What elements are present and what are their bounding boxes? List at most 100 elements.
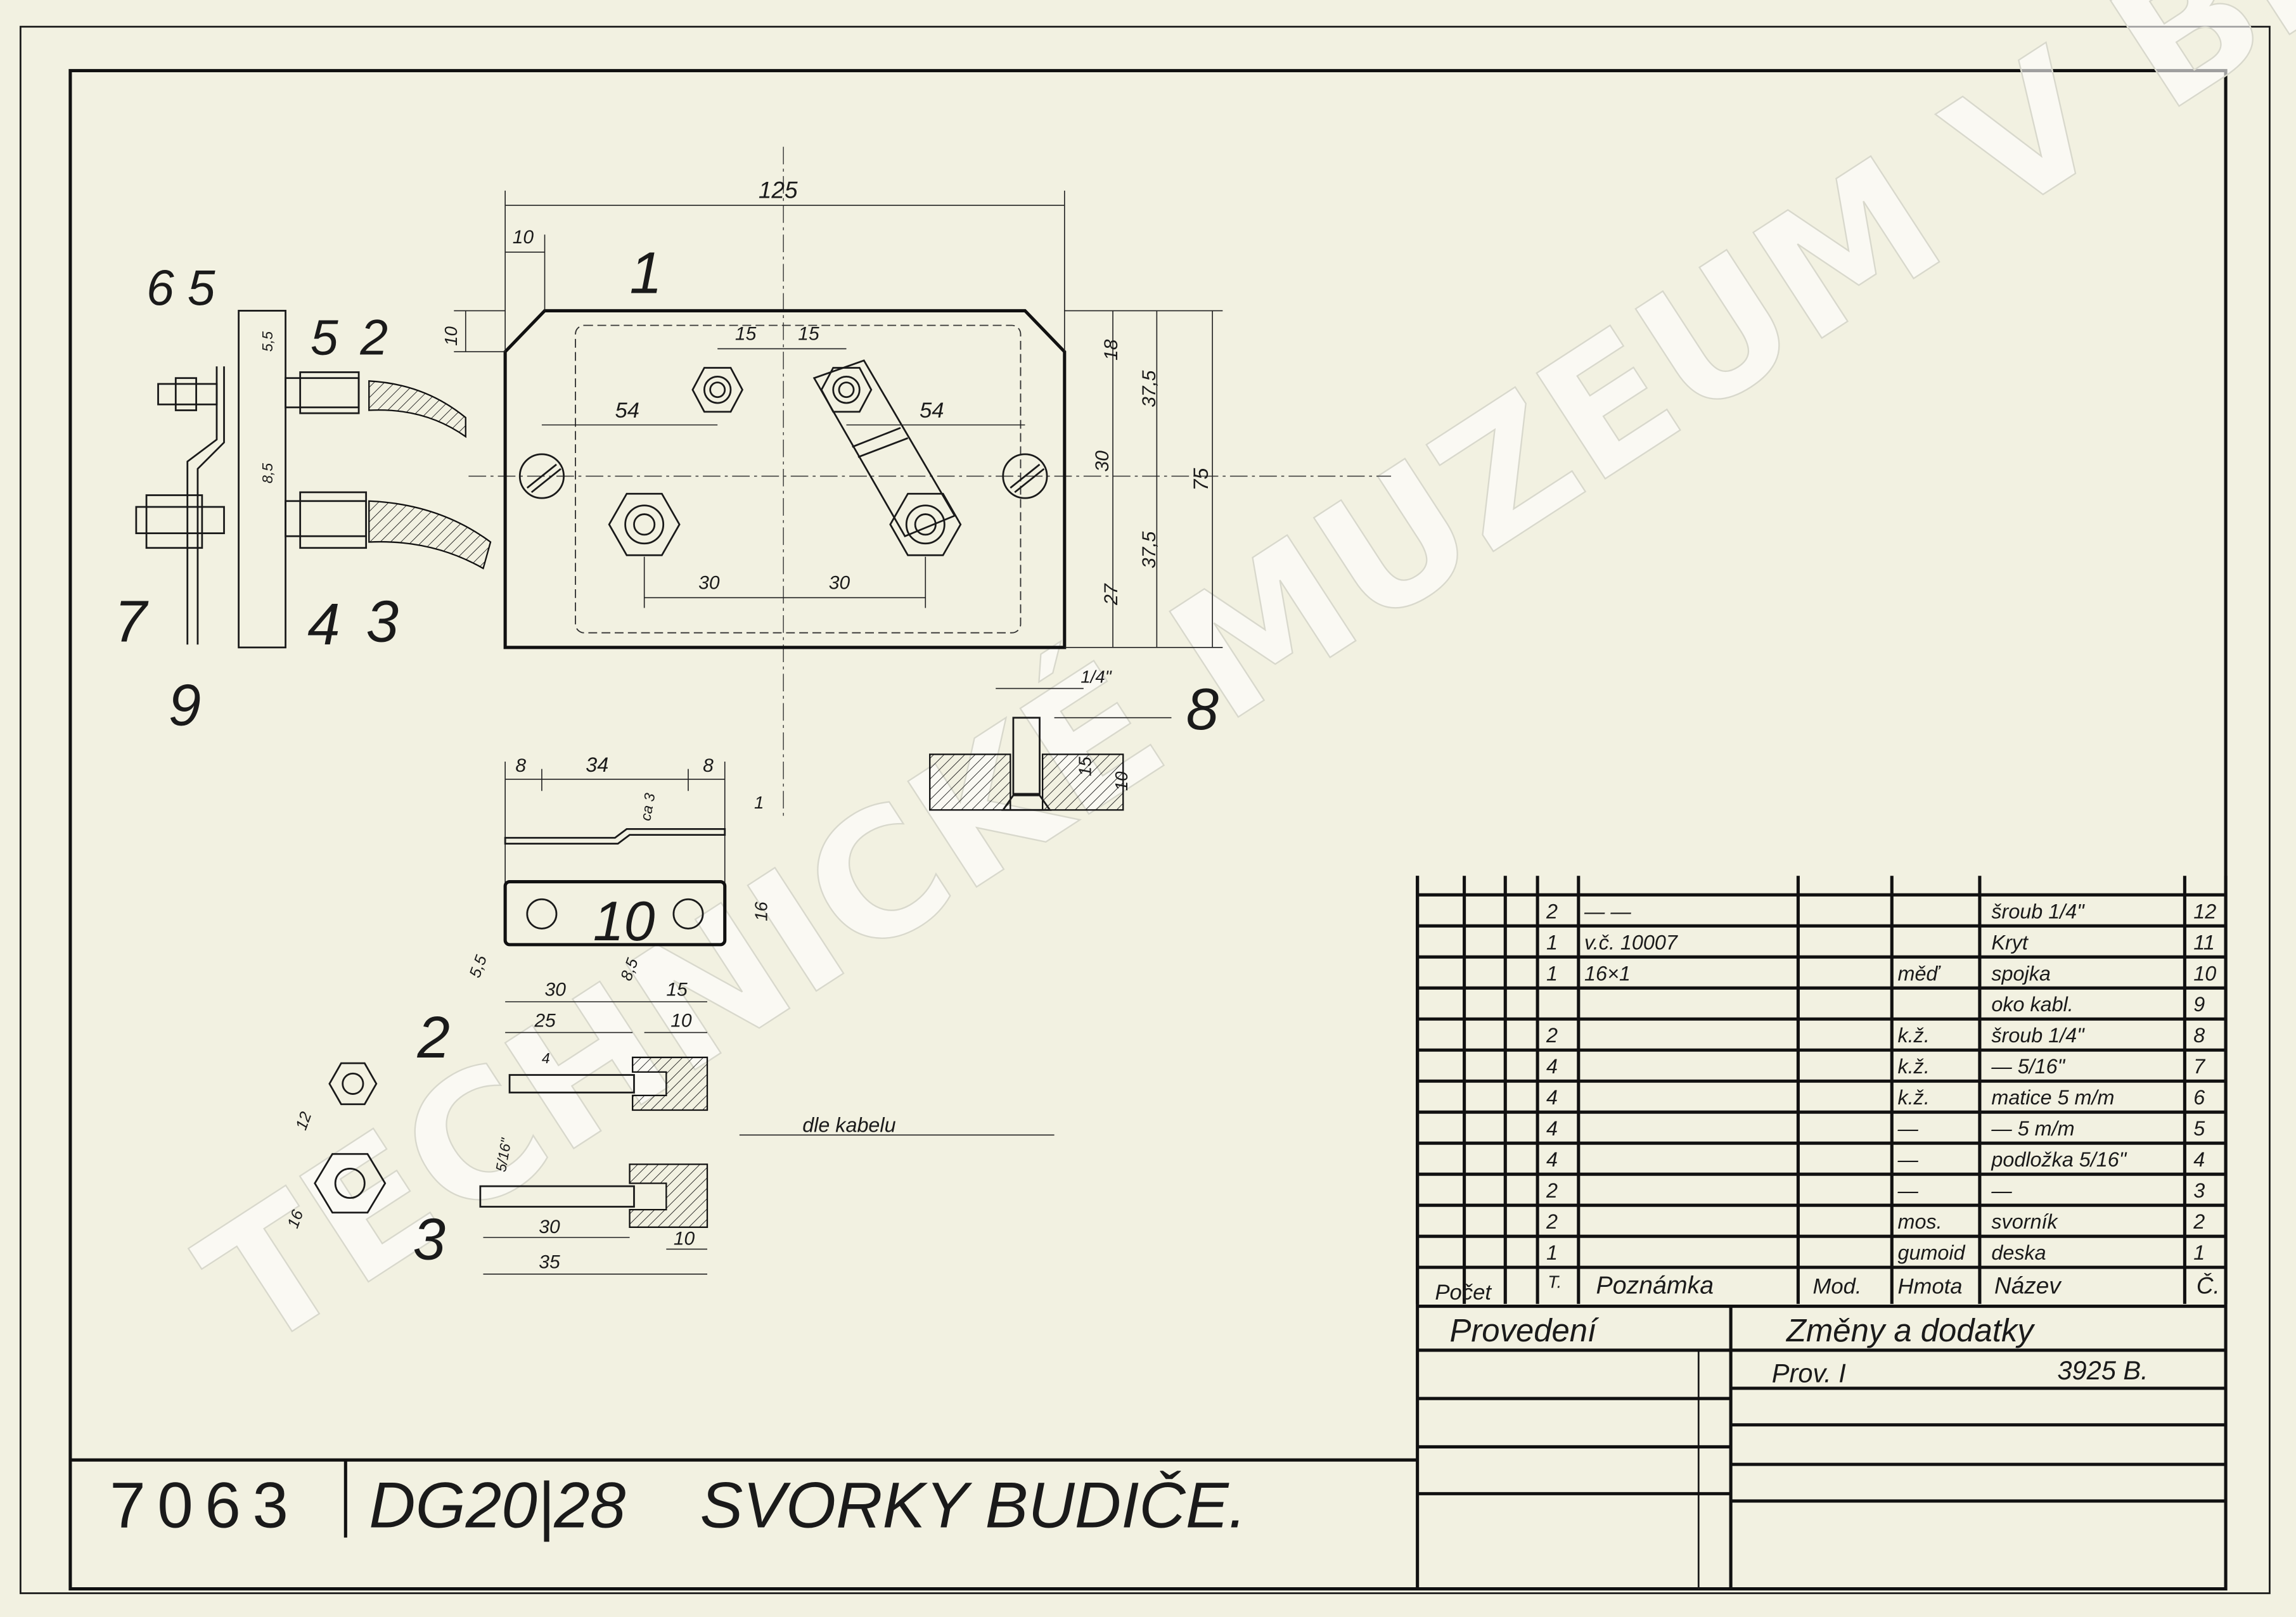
parts-cell-name: Kryt — [1991, 931, 2029, 954]
part8-dim-thread: 1/4" — [1081, 667, 1112, 686]
parts-cell-no: 11 — [2193, 931, 2215, 954]
plate-outline — [503, 309, 1067, 649]
screw-right — [1002, 453, 1048, 499]
parts-cell-name: šroub 1/4" — [1991, 900, 2085, 923]
part8-dim-10: 10 — [1112, 771, 1131, 791]
parts-cell-qty: 2 — [1546, 1210, 1558, 1233]
hex-nut-small-left — [691, 367, 744, 413]
parts-cell-material: k.ž. — [1898, 1055, 1930, 1078]
dim-75: 75 — [1190, 468, 1212, 491]
hex-nut-small-right — [820, 367, 873, 413]
part3-dim-30: 30 — [539, 1217, 560, 1237]
part-label-1: 1 — [630, 240, 662, 306]
parts-cell-no: 5 — [2193, 1117, 2205, 1140]
part2-dim-25: 25 — [534, 1010, 556, 1031]
parts-cell-material: k.ž. — [1898, 1086, 1930, 1109]
dim-37-5-bottom: 37,5 — [1139, 531, 1160, 568]
part-label-2: 2 — [417, 1004, 450, 1070]
drawing-type: DG20|28 — [369, 1469, 625, 1542]
dim-54-right: 54 — [920, 399, 944, 423]
part8-dim-15: 15 — [1075, 757, 1094, 776]
screw-left — [518, 453, 565, 499]
side-section-view: 6 5 5 2 7 9 4 3 5,5 8,5 — [114, 260, 492, 738]
parts-cell-no: 8 — [2193, 1024, 2205, 1047]
dim-10-h: 10 — [513, 227, 534, 248]
part3-dim-10: 10 — [674, 1229, 695, 1250]
side-label-7: 7 — [114, 589, 149, 655]
parts-cell-qty: 4 — [1546, 1055, 1558, 1078]
parts-header-note: Poznámka — [1596, 1272, 1714, 1300]
part3-dim-35: 35 — [539, 1252, 560, 1273]
parts-cell-qty: 1 — [1546, 962, 1558, 985]
parts-cell-no: 10 — [2193, 962, 2216, 985]
parts-header-qty: Počet — [1435, 1281, 1492, 1305]
drawing-title: SVORKY BUDIČE. — [700, 1469, 1246, 1541]
parts-header-material: Hmota — [1898, 1275, 1963, 1299]
part2-dim-10: 10 — [670, 1010, 692, 1031]
parts-cell-name: deska — [1991, 1241, 2046, 1264]
dim-27: 27 — [1101, 583, 1122, 606]
part10-dim-8a: 8 — [515, 755, 526, 776]
parts-cell-name: — 5/16" — [1991, 1055, 2065, 1078]
parts-cell-qty: 2 — [1546, 1024, 1558, 1047]
dim-10-v: 10 — [441, 326, 461, 345]
parts-cell-name: šroub 1/4" — [1991, 1024, 2085, 1047]
title-block: 7063 DG20|28 SVORKY BUDIČE. — [70, 1458, 1418, 1542]
parts-cell-no: 3 — [2193, 1179, 2205, 1202]
parts-cell-name: oko kabl. — [1991, 993, 2073, 1016]
parts-cell-material: — — [1897, 1117, 1919, 1140]
parts-cell-qty: 1 — [1546, 1241, 1558, 1264]
dim-30-right: 30 — [829, 572, 850, 593]
dim-125: 125 — [759, 177, 798, 203]
parts-cell-material: — — [1897, 1179, 1919, 1202]
drawing-frame — [19, 25, 2271, 1594]
part3-note-cable: dle kabelu — [802, 1114, 895, 1137]
parts-cell-material: k.ž. — [1898, 1024, 1930, 1047]
parts-header-t: T. — [1548, 1272, 1562, 1291]
part-3-view: 16 3 5/16" 30 35 10 dle kabelu — [284, 1114, 1055, 1275]
parts-cell-material: gumoid — [1898, 1241, 1966, 1264]
parts-cell-name: spojka — [1991, 962, 2050, 985]
dim-15-left: 15 — [735, 324, 757, 345]
parts-cell-name: matice 5 m/m — [1991, 1086, 2114, 1109]
parts-cell-no: 1 — [2193, 1241, 2205, 1264]
dim-30-left: 30 — [698, 572, 720, 593]
part10-dim-1: 1 — [754, 793, 764, 812]
parts-cell-no: 4 — [2193, 1148, 2205, 1171]
drawing-number: 7063 — [110, 1469, 300, 1541]
plate-view: 125 10 10 1 15 15 54 54 30 30 18 37,5 30… — [441, 146, 1392, 821]
parts-cell-qty: 1 — [1546, 931, 1558, 954]
parts-cell-qty: 4 — [1546, 1117, 1558, 1140]
parts-cell-note: — — — [1584, 900, 1631, 923]
parts-cell-name: — — [1991, 1179, 2012, 1202]
side-label-5: 5 — [188, 260, 215, 316]
part10-dim-16: 16 — [752, 901, 771, 921]
parts-cell-no: 12 — [2193, 900, 2216, 923]
side-label-2: 2 — [359, 310, 388, 366]
dim-37-5-top: 37,5 — [1139, 370, 1160, 407]
parts-cell-no: 7 — [2193, 1055, 2205, 1078]
parts-cell-qty: 4 — [1546, 1148, 1558, 1171]
link-strap — [812, 359, 956, 537]
parts-cell-material: měď — [1898, 962, 1942, 985]
side-label-4: 4 — [307, 591, 340, 657]
dim-15-right: 15 — [798, 324, 819, 345]
side-dim-8-5: 8,5 — [259, 463, 276, 483]
side-label-9: 9 — [169, 672, 201, 738]
parts-cell-material: — — [1897, 1148, 1919, 1171]
part-label-10: 10 — [593, 890, 655, 952]
parts-cell-name: svorník — [1991, 1210, 2058, 1233]
part-8-view: 1/4" 8 15 10 — [929, 667, 1219, 811]
side-dim-5-5: 5,5 — [259, 331, 276, 352]
change-entry: Prov. I — [1772, 1358, 1847, 1388]
side-label-6: 6 — [146, 260, 174, 316]
dim-18: 18 — [1101, 339, 1122, 361]
parts-cell-qty: 2 — [1546, 1179, 1558, 1202]
changes-left-header: Provedení — [1449, 1312, 1600, 1348]
parts-cell-name: podložka 5/16" — [1991, 1148, 2127, 1171]
part2-dim-15: 15 — [666, 980, 688, 1000]
parts-header-no: Č. — [2197, 1273, 2220, 1299]
parts-cell-material: mos. — [1898, 1210, 1942, 1233]
